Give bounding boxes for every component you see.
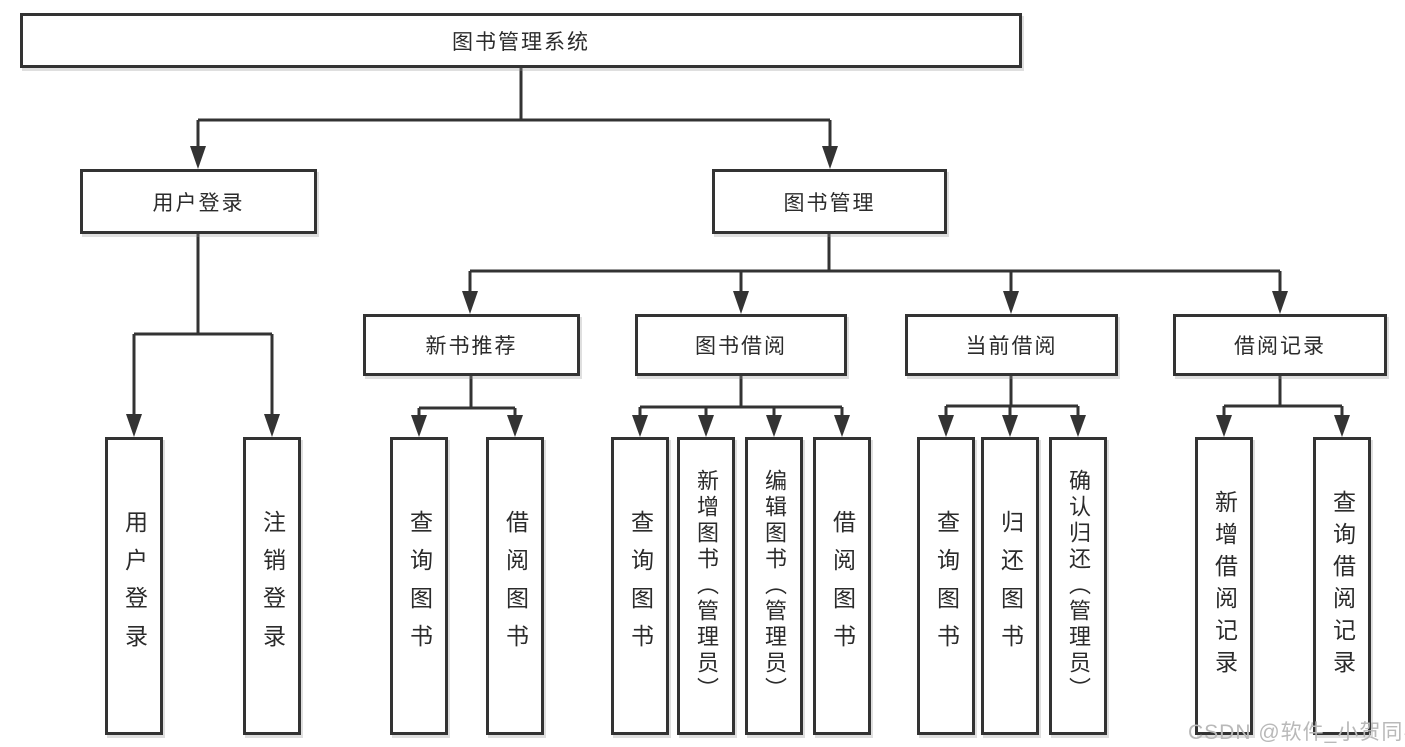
csdn-watermark: CSDN @软件_小贺同学: [1188, 721, 1405, 744]
node-user-login: 用户登录: [80, 169, 317, 234]
leaf-return-books: 归还图书: [981, 437, 1039, 735]
leaf-user-login-label: 用户登录: [121, 510, 148, 662]
leaf-borrow-books-1-label: 借阅图书: [502, 510, 529, 662]
connector-book-mgmt-children: [462, 234, 1288, 314]
leaf-logout-label: 注销登录: [259, 510, 286, 662]
node-book-borrowing-label: 图书借阅: [695, 335, 787, 358]
leaf-query-borrow-record-label: 查询借阅记录: [1329, 490, 1356, 682]
connector-current-borrow-children: [938, 376, 1086, 437]
leaf-edit-books-admin-label: 编辑图书（管理员）: [762, 469, 787, 703]
connector-user-login-children: [126, 234, 280, 437]
node-current-borrowing-label: 当前借阅: [965, 335, 1058, 358]
node-new-book-recommend-label: 新书推荐: [425, 335, 518, 358]
leaf-add-books-admin: 新增图书（管理员）: [677, 437, 735, 735]
leaf-borrow-books-2-label: 借阅图书: [829, 510, 856, 662]
leaf-query-books-3-label: 查询图书: [933, 510, 960, 662]
connector-book-borrow-children: [632, 376, 850, 437]
node-root-system: 图书管理系统: [20, 13, 1022, 68]
leaf-add-books-admin-label: 新增图书（管理员）: [694, 469, 719, 703]
leaf-logout: 注销登录: [243, 437, 301, 735]
connector-root-to-level2: [190, 68, 838, 169]
node-new-book-recommend: 新书推荐: [363, 314, 580, 376]
leaf-borrow-books-1: 借阅图书: [486, 437, 544, 735]
leaf-confirm-return-admin: 确认归还（管理员）: [1049, 437, 1107, 735]
leaf-query-books-3: 查询图书: [917, 437, 975, 735]
node-root-label: 图书管理系统: [452, 30, 590, 54]
leaf-confirm-return-admin-label: 确认归还（管理员）: [1066, 469, 1091, 703]
leaf-query-books-1: 查询图书: [390, 437, 448, 735]
leaf-add-borrow-record: 新增借阅记录: [1195, 437, 1253, 735]
node-book-borrowing: 图书借阅: [635, 314, 847, 376]
node-borrowing-records-label: 借阅记录: [1234, 335, 1326, 358]
leaf-return-books-label: 归还图书: [997, 510, 1024, 662]
connector-borrow-records-children: [1216, 376, 1350, 437]
leaf-edit-books-admin: 编辑图书（管理员）: [745, 437, 803, 735]
leaf-user-login: 用户登录: [105, 437, 163, 735]
node-book-management: 图书管理: [712, 169, 947, 234]
connector-new-book-rec-children: [411, 376, 523, 437]
leaf-query-books-2: 查询图书: [611, 437, 669, 735]
leaf-query-books-2-label: 查询图书: [627, 510, 654, 662]
node-book-management-label: 图书管理: [783, 191, 876, 215]
node-borrowing-records: 借阅记录: [1173, 314, 1387, 376]
leaf-query-books-1-label: 查询图书: [406, 510, 433, 662]
leaf-borrow-books-2: 借阅图书: [813, 437, 871, 735]
leaf-add-borrow-record-label: 新增借阅记录: [1211, 490, 1238, 682]
node-current-borrowing: 当前借阅: [905, 314, 1118, 376]
leaf-query-borrow-record: 查询借阅记录: [1313, 437, 1371, 735]
node-user-login-label: 用户登录: [152, 191, 245, 215]
